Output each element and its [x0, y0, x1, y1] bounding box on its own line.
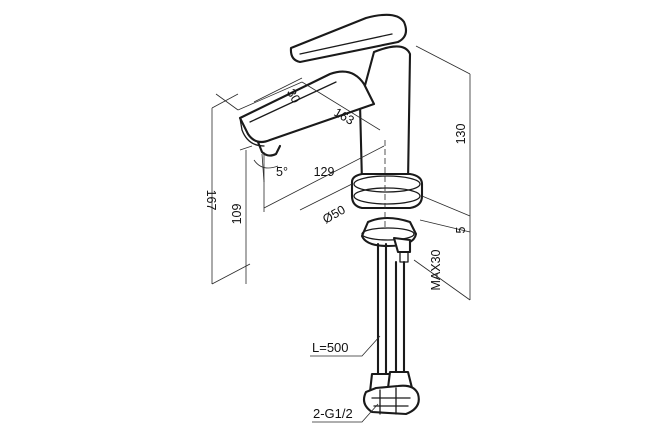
callout-hose-length: L=500: [312, 340, 349, 355]
dim-total-height: 167: [204, 190, 218, 211]
dim-reach: 129: [314, 165, 335, 179]
dim-base-thickness: 5: [454, 226, 468, 233]
callout-connection-thread: 2-G1/2: [313, 406, 353, 421]
faucet-body: [238, 13, 412, 187]
dim-max-counter: MAX30: [429, 249, 443, 290]
base-flange: [350, 172, 424, 210]
dim-spout-width: 30: [284, 86, 303, 105]
mounting-plate: [360, 216, 418, 263]
dimension-lines: [211, 45, 471, 423]
dim-body-height: 130: [454, 124, 468, 145]
dim-base-diameter: Ø50: [320, 203, 348, 227]
supply-hoses: [362, 242, 420, 416]
dim-angle: 5°: [276, 165, 288, 179]
dim-spout-height: 109: [230, 204, 244, 225]
